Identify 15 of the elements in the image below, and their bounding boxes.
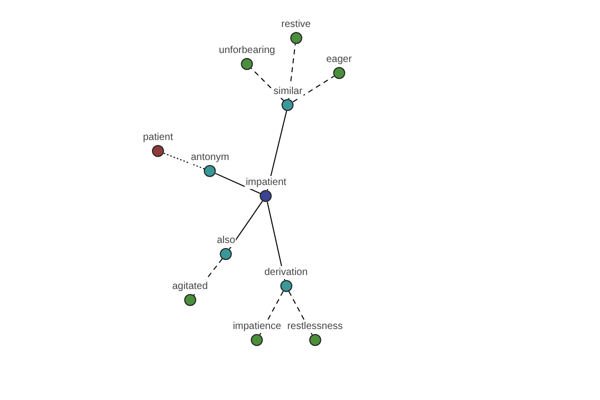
- connector-line: [250, 68, 284, 102]
- connector-line: [228, 200, 264, 250]
- node-label: also: [216, 234, 236, 247]
- node-label: impatience: [232, 320, 282, 333]
- node-label: antonym: [190, 151, 230, 164]
- node-label: similar: [272, 85, 304, 98]
- connector-line: [163, 152, 205, 170]
- node-label: restlessness: [286, 320, 344, 333]
- node-label: unforbearing: [218, 44, 276, 57]
- node-label: patient: [142, 131, 174, 144]
- connector-line: [292, 76, 334, 102]
- node-label: impatient: [244, 176, 288, 189]
- node-label: derivation: [263, 266, 309, 279]
- node-label: agitated: [171, 280, 209, 293]
- connector-line: [214, 172, 262, 194]
